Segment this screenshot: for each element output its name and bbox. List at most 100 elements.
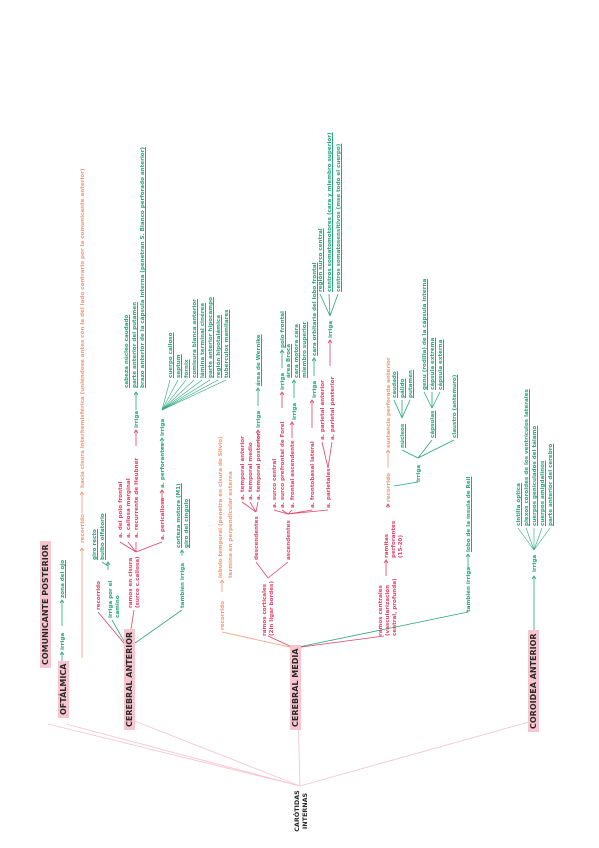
pericallosa-target-4: comisura blanca anterior xyxy=(192,299,198,378)
media-ramos-centrales: ramos centrales (vascularización central… xyxy=(378,578,398,636)
anterior-recorrido: recorrido xyxy=(96,581,102,610)
connector xyxy=(417,439,433,459)
nucleo-putamen: putamen xyxy=(408,369,414,398)
irriga-claustro: claustro (antemuro) xyxy=(452,374,458,438)
target-polo-frontal: polo frontal xyxy=(280,311,286,348)
connector xyxy=(517,527,535,551)
branch-cerebral-anterior: CEREBRAL ANTERIOR xyxy=(124,628,135,730)
target-insula: lobo de la ínsula de Reil xyxy=(466,476,472,552)
arrow-head xyxy=(291,379,297,384)
pericallosa-target-8: tubérculos mamilares xyxy=(224,309,230,378)
heubner-irriga: irriga xyxy=(134,410,140,428)
arrow-head xyxy=(159,437,165,442)
connector xyxy=(249,501,257,513)
arrow-head xyxy=(383,559,389,564)
connector xyxy=(321,441,329,469)
connector xyxy=(119,541,137,553)
arrow-head xyxy=(531,575,537,580)
media-ascendentes: ascendentes xyxy=(286,520,292,560)
arrow-head xyxy=(219,579,225,584)
arrow-head xyxy=(179,549,185,554)
media-tambien-irriga: también irriga xyxy=(466,566,472,612)
asc-surco-central: a. surco central xyxy=(272,458,278,508)
irriga-nucleos: núcleos xyxy=(400,423,406,448)
target-cara-motora: cara motora cara xyxy=(294,324,300,378)
heubner-target-putamen: parte anterior del putamen xyxy=(132,301,138,388)
arrow-head xyxy=(79,547,85,552)
coroidea-target-4: cuerpos amigdalinos xyxy=(540,460,546,526)
branch-coroidea-anterior: COROIDEA ANTERIOR xyxy=(528,630,539,732)
pericallosa-target-6: parte anterior hipocampo xyxy=(208,297,214,378)
media-termina: termina en perpendicular externa xyxy=(228,471,234,578)
media-ramitas-perforantes: ramitas perforantes (15-20) xyxy=(384,520,404,558)
connector xyxy=(161,379,211,411)
arrow-head xyxy=(279,349,285,354)
camino-giro-recto: giro recto xyxy=(92,529,98,560)
pericallosa-target-2: septum xyxy=(176,354,182,378)
media-descendentes: descendentes xyxy=(254,516,260,560)
connector xyxy=(401,449,419,459)
root-node: CARÓTIDAS INTERNAS xyxy=(293,790,309,832)
arrow-head xyxy=(385,449,391,454)
arrow-head xyxy=(311,357,317,362)
pericallosa-target-1: cuerpo calloso xyxy=(168,332,174,378)
connector xyxy=(281,509,289,515)
nucleo-caudado: caudado xyxy=(392,371,398,398)
arrow-head xyxy=(59,651,65,656)
arrow-head xyxy=(309,399,315,404)
connector xyxy=(255,561,269,579)
connector xyxy=(327,441,333,469)
arrow-head xyxy=(133,429,139,434)
irriga-capsulas: cápsulas xyxy=(430,410,436,438)
connector xyxy=(97,611,129,649)
desc-temporal-medio: a. temporal medio xyxy=(248,442,254,500)
comunicante-recorrido-label: recorrido xyxy=(80,514,86,543)
camino-bulbo-olfatorio: bulbo olfatorio xyxy=(100,513,106,560)
connector xyxy=(65,723,301,787)
anterior-irriga-camino: irriga por el camino xyxy=(108,580,121,618)
coroidea-target-1: cintilla óptica xyxy=(516,483,522,526)
connector xyxy=(401,399,411,419)
connector xyxy=(131,719,301,787)
arrow-head xyxy=(105,561,111,566)
pericallosa-target-3: fórnix xyxy=(184,359,190,378)
connector xyxy=(161,379,227,411)
connector xyxy=(431,391,441,409)
ramitas-irriga: irriga xyxy=(416,464,422,482)
target-centros-somatomotores: centros somatomotores (cara y miembro su… xyxy=(327,132,333,292)
capsula-extrema: cápsula extrema xyxy=(430,337,436,390)
connector xyxy=(161,379,179,411)
ramitas-recorrido: recorrido xyxy=(386,473,392,502)
parietal-irriga: irriga xyxy=(328,320,334,338)
connector xyxy=(287,509,293,515)
tambien-corteza-motora: corteza motora (M1) xyxy=(176,483,182,548)
ramo-callosa-marginal: a. callosa marginal xyxy=(126,478,132,538)
media-ramos-corticales: ramos corticales (2in ligar bordes) xyxy=(262,581,275,636)
connector xyxy=(267,635,295,649)
pericallosa-target-7: región hipotalámica xyxy=(216,315,222,378)
connector xyxy=(127,609,183,649)
anterior-ramos-cisura: ramos en cisura (surco c.callosa) xyxy=(128,556,141,608)
coroidea-target-2: plexos coroides de los ventrículos later… xyxy=(524,389,530,526)
tambien-giro-cingulo: giro del cíngulo xyxy=(184,498,190,548)
anterior-tambien-irriga: también irriga xyxy=(180,562,186,608)
arrow-head xyxy=(159,489,165,494)
parietal-posterior: a. parietal posterior xyxy=(330,376,336,440)
connector xyxy=(319,293,331,317)
connector xyxy=(423,391,433,409)
arrow-head xyxy=(327,339,333,344)
arrow-head xyxy=(133,391,139,396)
target-centros-somatosensitivos: centros somatosensitivos (mse todo el cu… xyxy=(336,143,342,292)
target-region-surco-central: región surco central xyxy=(318,228,324,292)
frontal-irriga: irriga xyxy=(292,402,298,420)
desc-irriga: irriga xyxy=(256,410,262,428)
ramo-recurrente-heubner: a. recurrente de Heubner xyxy=(134,457,140,538)
nucleo-palido: pálido xyxy=(400,378,406,398)
frontobasal-irriga: irriga xyxy=(312,380,318,398)
connector xyxy=(161,379,219,411)
branch-oftalmica: OFTÁLMICA xyxy=(58,660,69,718)
connector xyxy=(328,293,331,317)
connector xyxy=(293,635,385,649)
heubner-target-capsula: brazo anterior de la cápsula interna (pe… xyxy=(140,147,146,388)
